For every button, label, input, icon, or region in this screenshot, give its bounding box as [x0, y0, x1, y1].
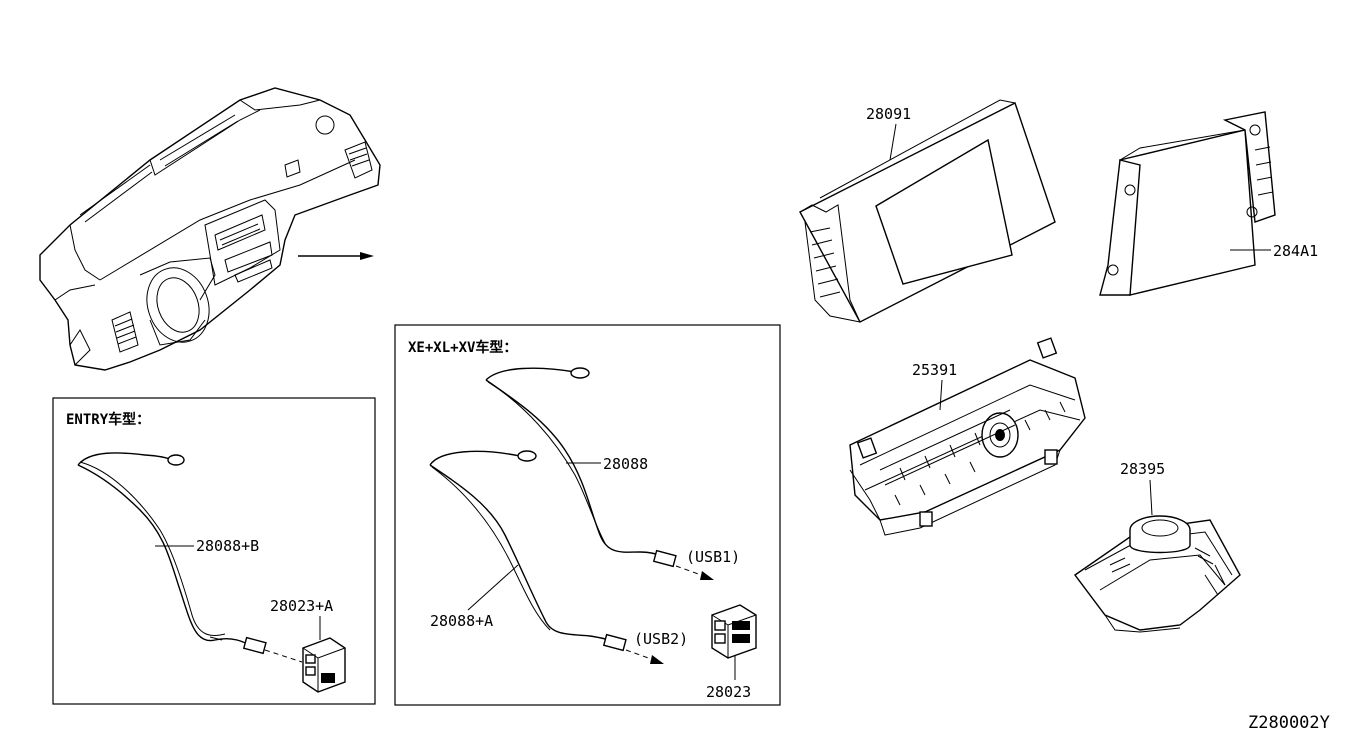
usb-cable-entry [77, 452, 267, 655]
diagram-code: Z280002Y [1248, 713, 1330, 733]
display-unit [799, 99, 1056, 323]
entry-group-box [52, 397, 376, 705]
multifunction-switch [1074, 515, 1241, 633]
part-label-28088-a[interactable]: 28088+A [430, 612, 493, 630]
leader-25391 [939, 379, 943, 411]
part-label-28088-b[interactable]: 28088+B [196, 537, 259, 555]
xe-group-box [394, 324, 781, 706]
arrow-usb2-icon [650, 655, 664, 664]
part-label-28088[interactable]: 28088 [603, 455, 648, 473]
climate-control-panel [849, 337, 1086, 536]
arrow-right-icon [360, 252, 374, 260]
entry-group-title: ENTRY车型： [66, 411, 150, 428]
leader-28088-a [467, 564, 519, 611]
usb-port-xe [711, 604, 757, 659]
connector-dash-usb1 [675, 565, 705, 577]
dashboard-illustration [39, 87, 381, 371]
part-label-28023-a[interactable]: 28023+A [270, 597, 333, 615]
xe-group-title: XE+XL+XV车型： [408, 339, 517, 356]
connector-dash-entry [264, 649, 303, 663]
connector-dash-usb2 [625, 649, 655, 661]
part-label-284a1[interactable]: 284A1 [1273, 242, 1318, 260]
part-label-25391[interactable]: 25391 [912, 361, 957, 379]
usb-port-entry [302, 637, 346, 693]
control-module [1099, 111, 1276, 296]
part-label-28091[interactable]: 28091 [866, 105, 911, 123]
usb-cable-2 [429, 450, 627, 652]
usb2-label: (USB2) [634, 630, 688, 648]
part-label-28395[interactable]: 28395 [1120, 460, 1165, 478]
arrow-usb1-icon [700, 571, 714, 580]
part-label-28023[interactable]: 28023 [706, 683, 751, 701]
leader-28091 [889, 123, 897, 161]
leader-28395 [1149, 479, 1153, 516]
usb-cable-1 [485, 367, 677, 568]
usb1-label: (USB1) [686, 548, 740, 566]
